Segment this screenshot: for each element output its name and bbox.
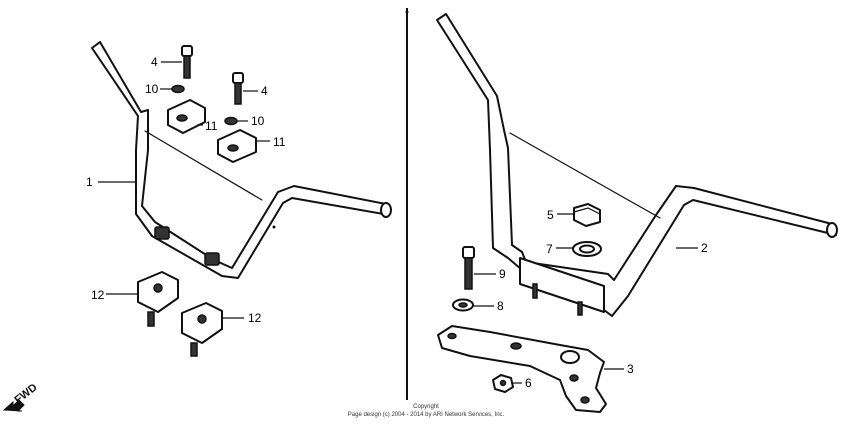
callout-12-a: 12 xyxy=(91,288,105,302)
callout-4-second: 4 xyxy=(261,84,268,98)
bolt-4-second xyxy=(232,72,244,105)
bracket-3 xyxy=(437,325,607,413)
fwd-label: FWD xyxy=(12,381,39,406)
callout-2: 2 xyxy=(701,241,708,255)
divider-top-dot xyxy=(405,10,409,14)
callout-7: 7 xyxy=(546,242,553,256)
upper-holder-11-second xyxy=(217,129,257,163)
washer-10-top xyxy=(171,84,185,94)
handlebar-left xyxy=(91,41,392,279)
handlebar-right xyxy=(436,13,838,317)
callout-4-top: 4 xyxy=(151,55,158,69)
callout-10-top: 10 xyxy=(145,82,159,96)
washer-10-second xyxy=(224,116,238,126)
copyright-line-1: Copyright xyxy=(413,404,439,410)
callout-9: 9 xyxy=(499,267,506,281)
callout-1: 1 xyxy=(86,175,93,189)
callout-6: 6 xyxy=(525,376,532,390)
callout-3: 3 xyxy=(627,362,634,376)
lower-holder-12-a xyxy=(137,271,179,327)
lower-holder-12-b xyxy=(181,302,223,357)
upper-holder-11-top xyxy=(167,99,206,134)
nut-6 xyxy=(492,374,514,393)
callout-10-second: 10 xyxy=(251,114,265,128)
washer-7 xyxy=(572,241,602,257)
washer-8 xyxy=(452,298,474,312)
callout-11-second: 11 xyxy=(273,135,286,149)
fwd-arrow: FWD xyxy=(2,381,40,412)
bolt-9 xyxy=(462,246,475,290)
callout-11-top: 11 xyxy=(205,119,218,133)
callout-8: 8 xyxy=(497,299,504,313)
bolt-4-top xyxy=(181,45,193,79)
nut-5 xyxy=(573,203,601,227)
callout-12-b: 12 xyxy=(248,311,262,325)
copyright-line-2: Page design (c) 2004 - 2014 by ARI Netwo… xyxy=(348,412,505,418)
callout-5: 5 xyxy=(547,208,554,222)
